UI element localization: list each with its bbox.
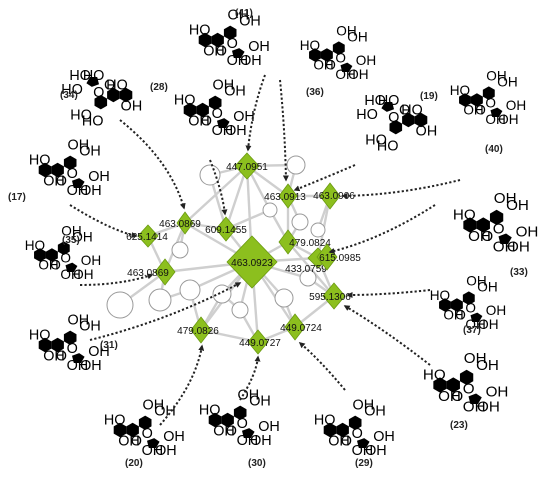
compound-label-29: (29) — [355, 458, 373, 469]
compound-31-structure — [28, 312, 110, 375]
node-463-0913[interactable]: 463.0913 — [264, 183, 306, 209]
compound-label-17: (17) — [8, 192, 26, 203]
node-463-0869-a[interactable]: 463.0869 — [159, 211, 201, 235]
unlabeled-node[interactable] — [286, 155, 306, 175]
unlabeled-node[interactable] — [199, 164, 221, 186]
node-label: 433.0759 — [285, 264, 327, 275]
network-edge — [200, 328, 259, 344]
node-479-0826[interactable]: 479.0826 — [177, 316, 219, 344]
annotation-arrows — [69, 74, 461, 426]
unlabeled-node[interactable] — [171, 241, 189, 259]
compound-label-31: (31) — [100, 340, 118, 351]
unlabeled-node[interactable] — [106, 291, 134, 319]
node-595[interactable]: 595.1306 — [309, 282, 351, 310]
compound-40-structure — [449, 68, 527, 127]
node-label: 463.0869 — [127, 268, 169, 279]
node-463-0923[interactable]: 463.0923 — [226, 235, 278, 289]
compound-label-40: (40) — [485, 144, 503, 155]
compound-35-structure — [24, 223, 102, 282]
node-615[interactable]: 615.0985 — [316, 243, 361, 271]
compound-label-30: (30) — [248, 458, 266, 469]
unlabeled-node[interactable] — [299, 269, 317, 287]
network-edge — [224, 165, 249, 230]
node-label: 609.1455 — [205, 225, 247, 236]
node-label: 463.0906 — [313, 191, 355, 202]
unlabeled-node[interactable] — [310, 222, 326, 238]
node-label: 479.0824 — [289, 238, 331, 249]
node-449-0727[interactable]: 449.0727 — [239, 329, 281, 355]
compound-label-20: (20) — [125, 458, 143, 469]
node-label: 463.0923 — [231, 258, 273, 269]
unlabeled-node[interactable] — [274, 288, 294, 308]
node-label: 463.0869 — [159, 219, 201, 230]
unlabeled-node[interactable] — [291, 213, 309, 231]
compound-33-structure — [452, 190, 539, 256]
compound-30-structure — [198, 387, 280, 450]
unlabeled-node[interactable] — [179, 279, 201, 301]
compound-label-37: (37) — [463, 325, 481, 336]
compound-label-41: (41) — [235, 8, 253, 19]
compound-label-34: (34) — [60, 90, 78, 101]
node-label: 449.0727 — [239, 338, 281, 349]
node-label: 463.0913 — [264, 192, 306, 203]
node-label: 449.0724 — [280, 323, 322, 334]
compound-label-28: (28) — [150, 82, 168, 93]
node-label: 479.0826 — [177, 326, 219, 337]
compound-17-structure — [28, 137, 110, 200]
network-edge — [287, 241, 335, 297]
node-625[interactable]: 625.1414 — [126, 224, 168, 248]
compound-label-36: (36) — [306, 87, 324, 98]
compound-23-structure — [422, 350, 509, 416]
compound-20-structure — [103, 397, 185, 460]
compound-37-structure — [429, 273, 507, 332]
unlabeled-node[interactable] — [262, 202, 278, 218]
node-label: 595.1306 — [309, 292, 351, 303]
node-463-0906[interactable]: 463.0906 — [313, 182, 355, 210]
compound-41-structure — [188, 7, 270, 70]
compound-label-23: (23) — [450, 420, 468, 431]
node-label: 625.1414 — [126, 232, 168, 243]
compound-28-structure — [173, 77, 255, 140]
unlabeled-node[interactable] — [231, 301, 249, 319]
node-479-0824[interactable]: 479.0824 — [278, 229, 331, 255]
node-449-0724[interactable]: 449.0724 — [280, 313, 322, 341]
compound-36-structure — [299, 23, 377, 82]
compound-label-19: (19) — [420, 91, 438, 102]
node-447[interactable]: 447.0951 — [226, 152, 268, 180]
unlabeled-node[interactable] — [148, 288, 172, 312]
node-609[interactable]: 609.1455 — [205, 216, 247, 242]
compound-29-structure — [313, 397, 395, 460]
compound-label-35: (35) — [62, 235, 80, 246]
unlabeled-nodes — [106, 155, 326, 319]
compound-label-33: (33) — [510, 267, 528, 278]
unlabeled-node[interactable] — [212, 284, 232, 304]
node-label: 615.0985 — [319, 253, 361, 264]
node-label: 447.0951 — [226, 162, 268, 173]
